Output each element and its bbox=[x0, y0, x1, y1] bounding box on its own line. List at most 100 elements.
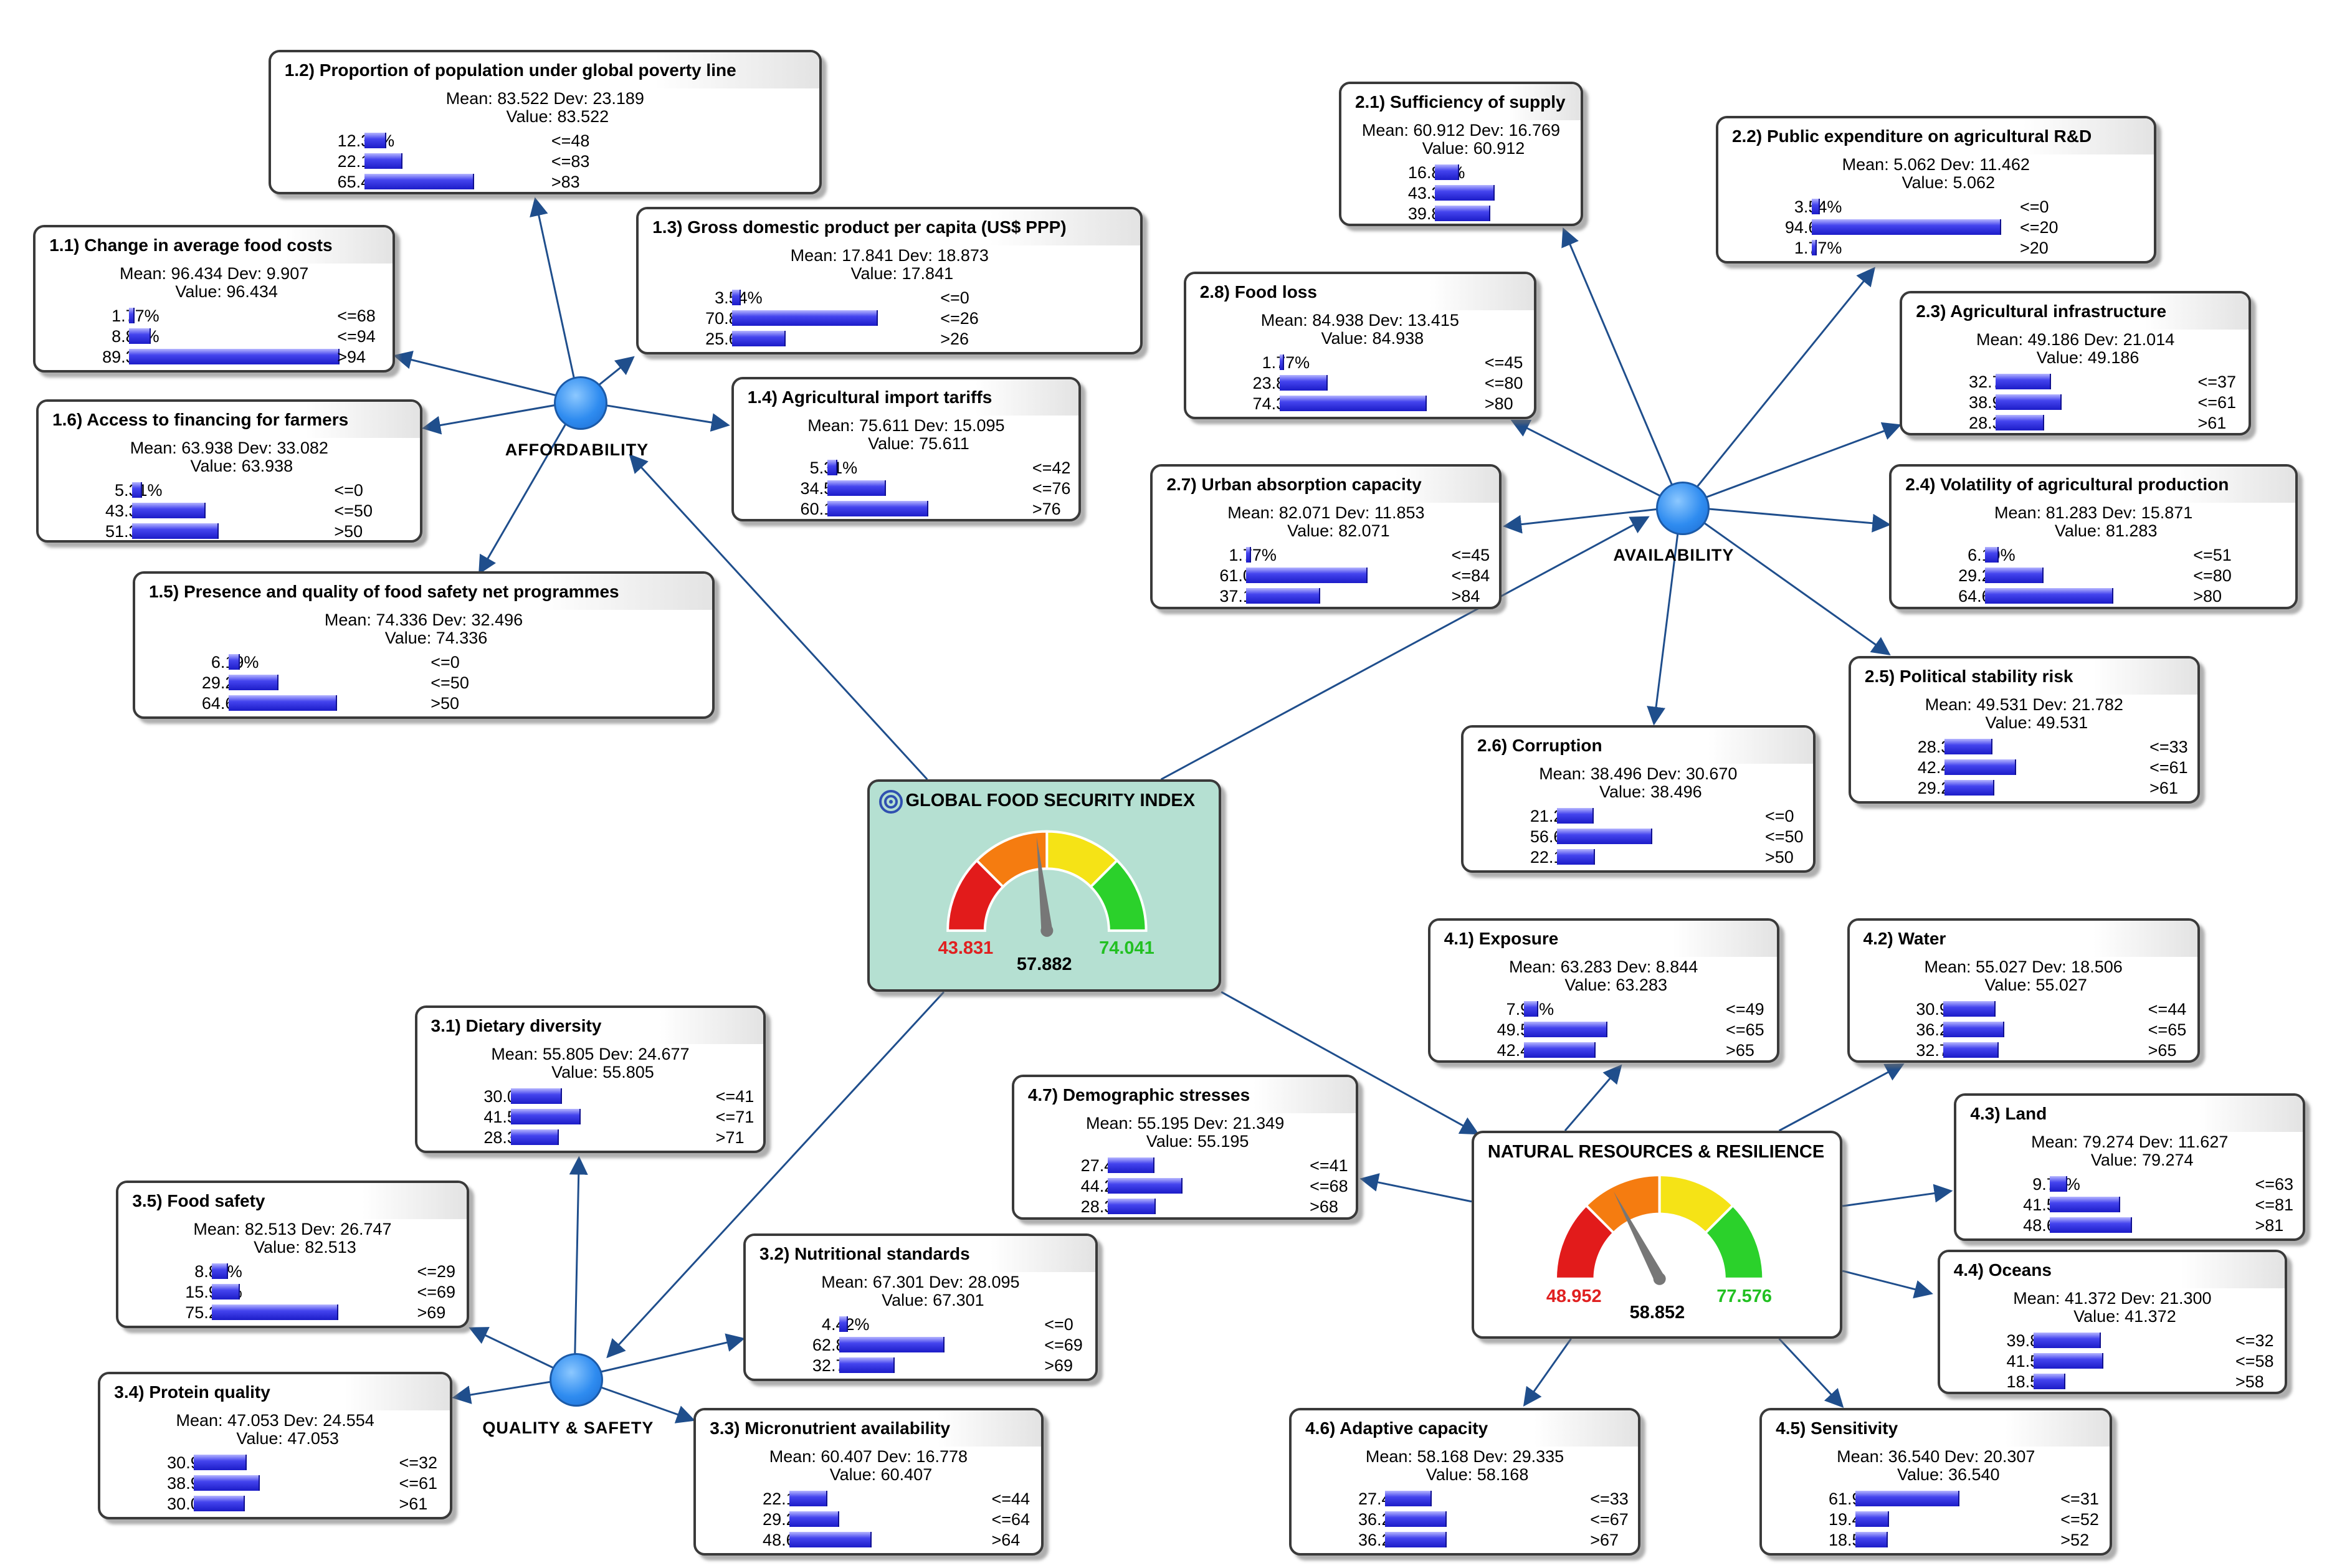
probability-bar bbox=[2033, 1353, 2104, 1369]
quality-hub-label: QUALITY & SAFETY bbox=[482, 1418, 654, 1438]
probability-bar bbox=[1943, 1000, 1996, 1017]
probability-bar bbox=[2033, 1374, 2066, 1390]
state-bars: 28.32%<=3342.48%<=6129.20%>61 bbox=[1851, 737, 2197, 799]
value-line: Value: 47.053 bbox=[236, 1429, 339, 1448]
state-bars: 7.96%<=4949.56%<=6542.48%>65 bbox=[1430, 999, 1777, 1060]
quality-hub-node[interactable] bbox=[550, 1352, 604, 1407]
dependency-arrow bbox=[422, 400, 579, 435]
state-row: 23.89%<=80 bbox=[1186, 373, 1534, 394]
mean-dev-line: Mean: 60.407 Dev: 16.778 bbox=[769, 1447, 968, 1466]
probability-bar bbox=[364, 173, 475, 189]
state-row: 22.12%<=83 bbox=[271, 151, 819, 172]
state-row: 49.56%<=65 bbox=[1430, 1020, 1777, 1040]
state-row: 8.85%<=94 bbox=[36, 326, 393, 347]
probability-bar bbox=[132, 482, 143, 498]
probability-bar bbox=[839, 1357, 895, 1373]
state-row: 32.74%<=37 bbox=[1902, 372, 2249, 392]
affordability-hub-node[interactable] bbox=[554, 376, 608, 430]
gauge-low-value: 43.831 bbox=[938, 938, 994, 958]
node-2-2-public-expenditure-on-agricultural-r-d[interactable]: 2.2) Public expenditure on agricultural … bbox=[1715, 116, 2156, 264]
state-bars: 32.74%<=3738.94%<=6128.32%>61 bbox=[1902, 372, 2249, 433]
probability-bar bbox=[1996, 374, 2052, 390]
dependency-arrow bbox=[1160, 516, 1650, 781]
state-label: <=58 bbox=[2235, 1352, 2274, 1371]
probability-bar bbox=[1107, 1178, 1183, 1194]
state-label: <=68 bbox=[337, 306, 376, 325]
node-2-4-volatility-of-agricultural-production[interactable]: 2.4) Volatility of agricultural producti… bbox=[1889, 464, 2298, 609]
probability-bar bbox=[827, 501, 928, 516]
state-row: 16.81%<=44 bbox=[1341, 163, 1581, 183]
state-probability: 1.77% bbox=[112, 306, 159, 325]
state-label: <=61 bbox=[399, 1474, 438, 1493]
mean-dev-line: Mean: 81.283 Dev: 15.871 bbox=[1994, 503, 2193, 523]
state-bars: 39.82%<=3241.59%<=5818.58%>58 bbox=[1940, 1331, 2285, 1392]
mean-dev-line: Mean: 63.283 Dev: 8.844 bbox=[1509, 957, 1698, 976]
node-1-5-presence-and-quality-of-food-safety-net-programmes[interactable]: 1.5) Presence and quality of food safety… bbox=[132, 571, 715, 720]
probability-bar bbox=[1557, 829, 1652, 845]
node-title: 1.3) Gross domestic product per capita (… bbox=[639, 209, 1141, 245]
probability-bar bbox=[194, 1475, 260, 1491]
state-row: 56.64%<=50 bbox=[1464, 827, 1813, 847]
probability-bar bbox=[1944, 759, 2017, 775]
probability-bar bbox=[839, 1316, 848, 1332]
probability-bar bbox=[510, 1129, 559, 1146]
probability-bar bbox=[1557, 808, 1594, 824]
value-line: Value: 36.540 bbox=[1897, 1465, 2000, 1485]
probability-bar bbox=[1944, 738, 1993, 754]
mean-dev-line: Mean: 55.195 Dev: 21.349 bbox=[1085, 1114, 1285, 1133]
probability-bar bbox=[132, 523, 219, 539]
state-row: 25.66%>26 bbox=[639, 329, 1140, 349]
state-label: <=26 bbox=[940, 308, 979, 328]
gauge-pivot bbox=[1040, 924, 1053, 937]
probability-bar bbox=[1943, 1021, 2005, 1037]
state-probability: 1.77% bbox=[1262, 353, 1310, 372]
mean-dev-line: Mean: 83.522 Dev: 23.189 bbox=[445, 88, 644, 108]
probability-bar bbox=[1855, 1532, 1888, 1548]
node-1-2-proportion-of-population-under-global-poverty-line[interactable]: 1.2) Proportion of population under glob… bbox=[268, 49, 822, 195]
state-label: <=50 bbox=[431, 673, 469, 693]
availability-hub-label: AVAILABILITY bbox=[1613, 546, 1735, 565]
state-label: <=51 bbox=[2193, 546, 2232, 565]
dependency-arrow bbox=[1778, 1063, 1905, 1132]
state-row: 29.20%<=50 bbox=[135, 673, 712, 693]
state-row: 3.54%<=0 bbox=[639, 288, 1140, 308]
state-label: <=84 bbox=[1451, 566, 1490, 586]
value-line: Value: 58.168 bbox=[1426, 1465, 1529, 1485]
state-row: 30.97%<=32 bbox=[100, 1453, 450, 1473]
probability-bar bbox=[212, 1283, 240, 1300]
value-line: Value: 83.522 bbox=[506, 107, 609, 126]
state-row: 5.31%<=42 bbox=[734, 458, 1078, 478]
availability-hub-node[interactable] bbox=[1656, 482, 1710, 536]
state-label: >84 bbox=[1451, 587, 1480, 606]
mean-dev-line: Mean: 60.912 Dev: 16.769 bbox=[1361, 120, 1561, 140]
value-line: Value: 60.912 bbox=[1422, 138, 1525, 158]
probability-bar bbox=[732, 310, 878, 326]
node-1-3-gross-domestic-product-per-capita-us-ppp[interactable]: 1.3) Gross domestic product per capita (… bbox=[636, 206, 1143, 354]
